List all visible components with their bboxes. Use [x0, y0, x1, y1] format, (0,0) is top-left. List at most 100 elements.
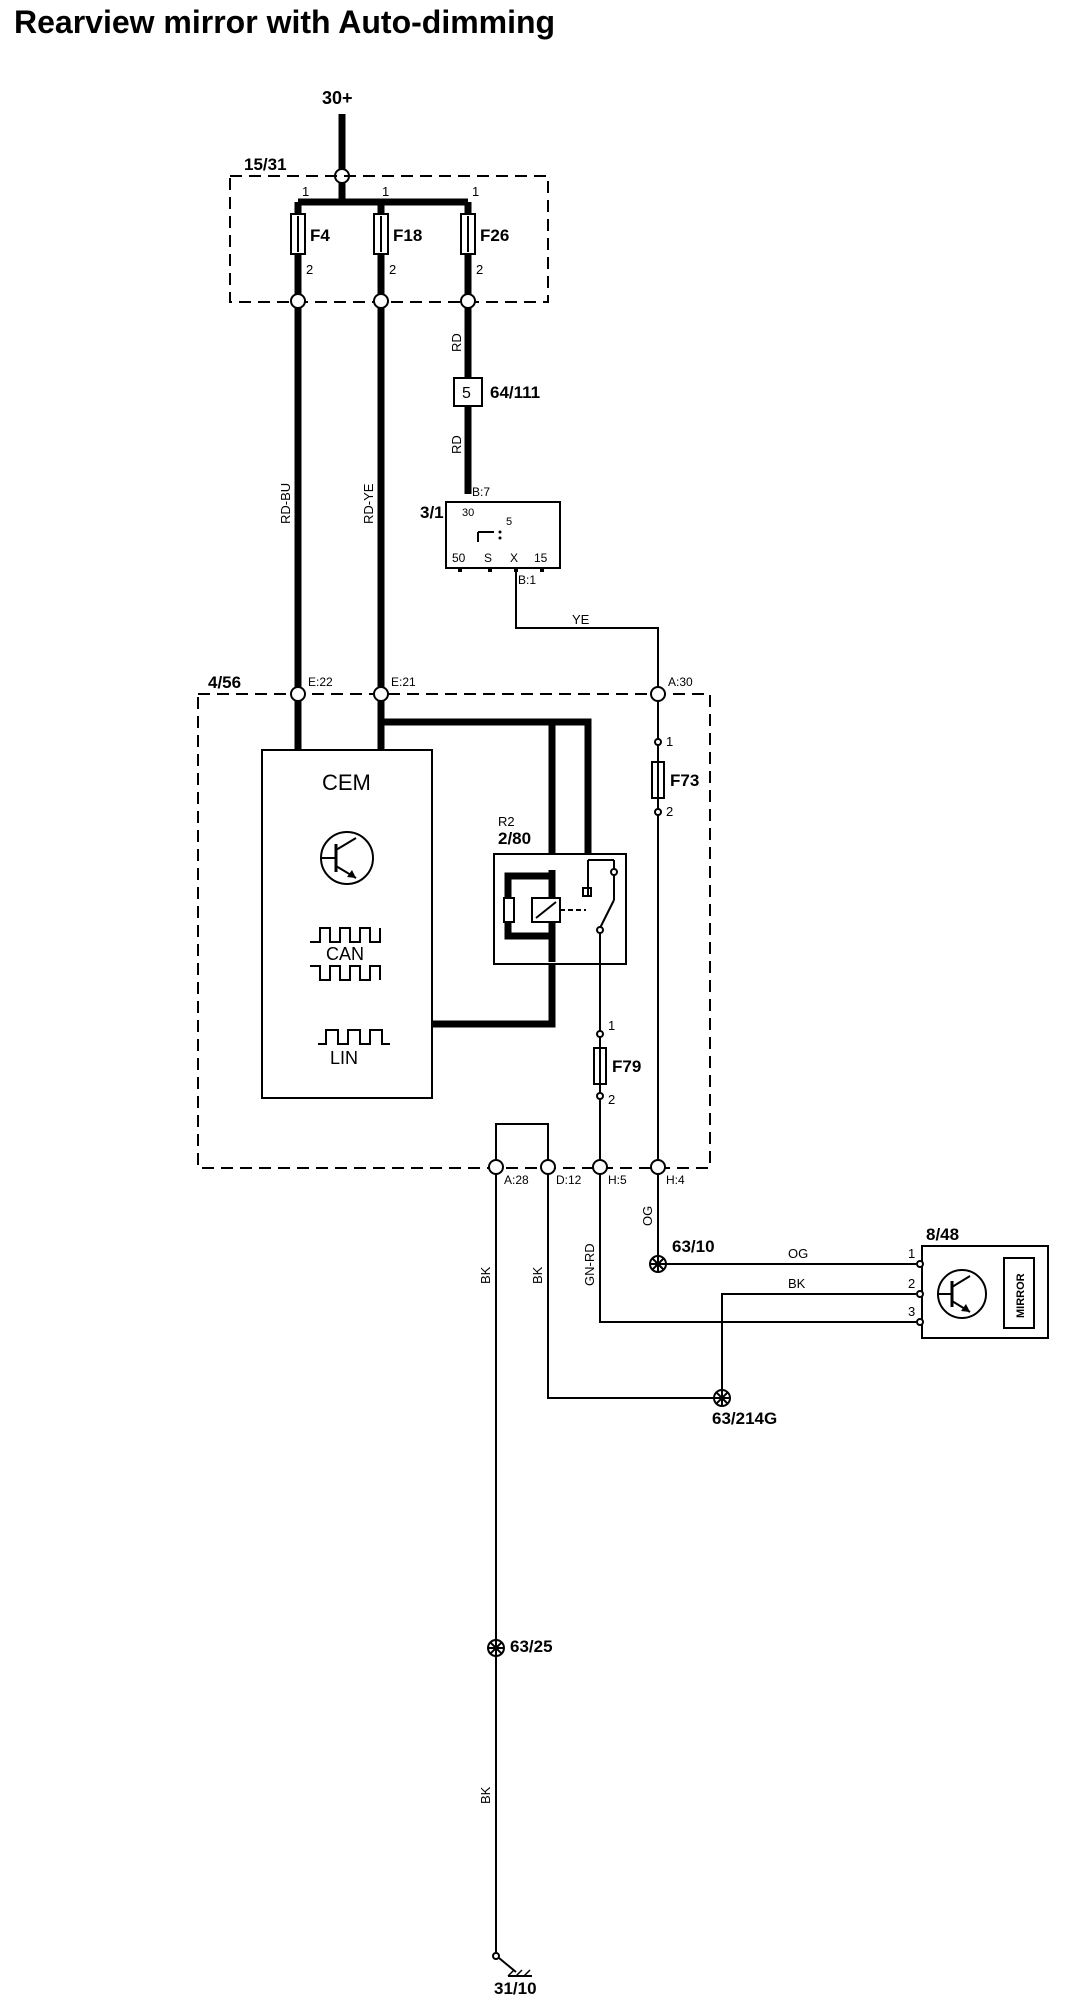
svg-text:1: 1	[666, 734, 673, 749]
cem-pin-a28	[488, 1159, 504, 1175]
wire-color-bk-d12: BK	[530, 1266, 545, 1284]
svg-text:3/1: 3/1	[420, 503, 444, 522]
mirror-label: MIRROR	[1015, 1273, 1027, 1318]
splice-63-25-label: 63/25	[510, 1637, 553, 1656]
wire-color-rd-bu: RD-BU	[278, 483, 293, 524]
mirror-label-box	[1003, 1257, 1035, 1329]
wire-color-bk-ground: BK	[478, 1786, 493, 1804]
svg-text:2/80: 2/80	[498, 829, 531, 848]
svg-text:2: 2	[306, 262, 313, 277]
svg-text:15: 15	[534, 551, 548, 565]
svg-text:2: 2	[608, 1092, 615, 1107]
fuse-box-id: 15/31	[244, 155, 287, 174]
svg-text:2: 2	[389, 262, 396, 277]
splice-63-214g-label: 63/214G	[712, 1409, 777, 1428]
svg-text:F73: F73	[670, 771, 699, 790]
svg-text:5: 5	[506, 516, 512, 528]
wire-bk-mirror	[721, 1293, 916, 1390]
svg-text:2: 2	[476, 262, 483, 277]
wire-color-gn-rd: GN-RD	[582, 1243, 597, 1286]
fuse-box-outline	[229, 175, 549, 303]
wire-cem-relay	[432, 962, 556, 1028]
svg-text:F18: F18	[393, 226, 422, 245]
svg-text:A:28: A:28	[504, 1173, 529, 1187]
svg-text:E:22: E:22	[308, 675, 333, 689]
svg-text:1: 1	[608, 1018, 615, 1033]
power-label: 30+	[322, 88, 353, 108]
splice-63-214g	[713, 1389, 731, 1407]
wire-color-bk-mirror: BK	[788, 1276, 806, 1291]
svg-text:R2: R2	[498, 814, 515, 829]
svg-text:8/48: 8/48	[926, 1225, 959, 1244]
diagram-title: Rearview mirror with Auto-dimming	[14, 4, 556, 40]
ground-symbol	[492, 1952, 532, 1977]
wire-color-ye: YE	[572, 612, 590, 627]
wire-gn-rd	[599, 1174, 916, 1323]
svg-text:30: 30	[462, 507, 474, 519]
wire-color-og-vertical: OG	[640, 1206, 655, 1226]
mirror-module: 8/48 1 2 3 MIRROR	[908, 1225, 1049, 1339]
mirror-transistor-icon	[937, 1269, 987, 1319]
wire-e21-relay	[381, 718, 592, 892]
svg-text:H:4: H:4	[666, 1173, 685, 1187]
svg-text:B:7: B:7	[472, 485, 490, 499]
cem-pin-e21	[373, 686, 389, 702]
can-label: CAN	[326, 944, 364, 964]
svg-text:1: 1	[908, 1246, 915, 1261]
cem-pin-h5	[592, 1159, 608, 1175]
svg-text:2: 2	[908, 1276, 915, 1291]
ground-label: 31/10	[494, 1979, 537, 1998]
wire-color-rd-ye: RD-YE	[361, 483, 376, 524]
svg-text:2: 2	[666, 804, 673, 819]
splice-63-25	[487, 1639, 505, 1657]
svg-text:3: 3	[908, 1304, 915, 1319]
wire-ye	[515, 572, 659, 688]
svg-text:X: X	[510, 551, 518, 565]
transistor-icon	[320, 831, 374, 885]
svg-text:F79: F79	[612, 1057, 641, 1076]
svg-text:E:21: E:21	[391, 675, 416, 689]
ignition-switch: 3/1 B:7 30 5 50 S X 15 B:1	[420, 485, 561, 587]
lin-label: LIN	[330, 1048, 358, 1068]
splice-63-10	[649, 1255, 667, 1273]
svg-text:A:30: A:30	[668, 675, 693, 689]
cem-label: CEM	[322, 770, 371, 795]
svg-text:D:12: D:12	[556, 1173, 582, 1187]
cem-module-id: 4/56	[208, 673, 241, 692]
svg-text:H:5: H:5	[608, 1173, 627, 1187]
cem-control-unit: CEM CAN LIN	[261, 749, 433, 1099]
wire-color-og-horizontal: OG	[788, 1246, 808, 1261]
fuse-f18: 1 F18 2	[373, 184, 422, 309]
wire-color-bk-main: BK	[478, 1266, 493, 1284]
fuse-f79: 1 F79 2	[593, 1018, 641, 1107]
wire-color-rd-lower: RD	[449, 435, 464, 454]
cem-module-outline	[197, 693, 711, 1169]
fuse-f26: 1 F26 2	[460, 184, 509, 309]
svg-text:50: 50	[452, 551, 466, 565]
fuse-f4: 1 F4 2	[290, 184, 330, 309]
ground-jumper	[495, 1123, 549, 1160]
svg-text:F4: F4	[310, 226, 330, 245]
relay-switch	[599, 899, 615, 929]
fuse-f73: 1 F73 2	[651, 734, 699, 819]
svg-text:B:1: B:1	[518, 573, 536, 587]
cem-pin-a30	[650, 686, 666, 702]
cem-pin-h4	[650, 1159, 666, 1175]
wire-bk-d12	[547, 1174, 714, 1399]
svg-text:1: 1	[382, 184, 389, 199]
splice-63-10-label: 63/10	[672, 1237, 715, 1256]
svg-text:1: 1	[302, 184, 309, 199]
connector-id: 64/111	[490, 383, 540, 402]
can-bus-icon	[310, 927, 381, 943]
connector-pin: 5	[462, 385, 471, 402]
relay: R2 2/80	[493, 814, 627, 965]
wire-color-rd-upper: RD	[449, 333, 464, 352]
cem-pin-e22	[290, 686, 306, 702]
svg-text:S: S	[484, 551, 492, 565]
svg-text:1: 1	[472, 184, 479, 199]
svg-text:F26: F26	[480, 226, 509, 245]
lin-bus-icon	[318, 1029, 390, 1045]
cem-pin-d12	[540, 1159, 556, 1175]
